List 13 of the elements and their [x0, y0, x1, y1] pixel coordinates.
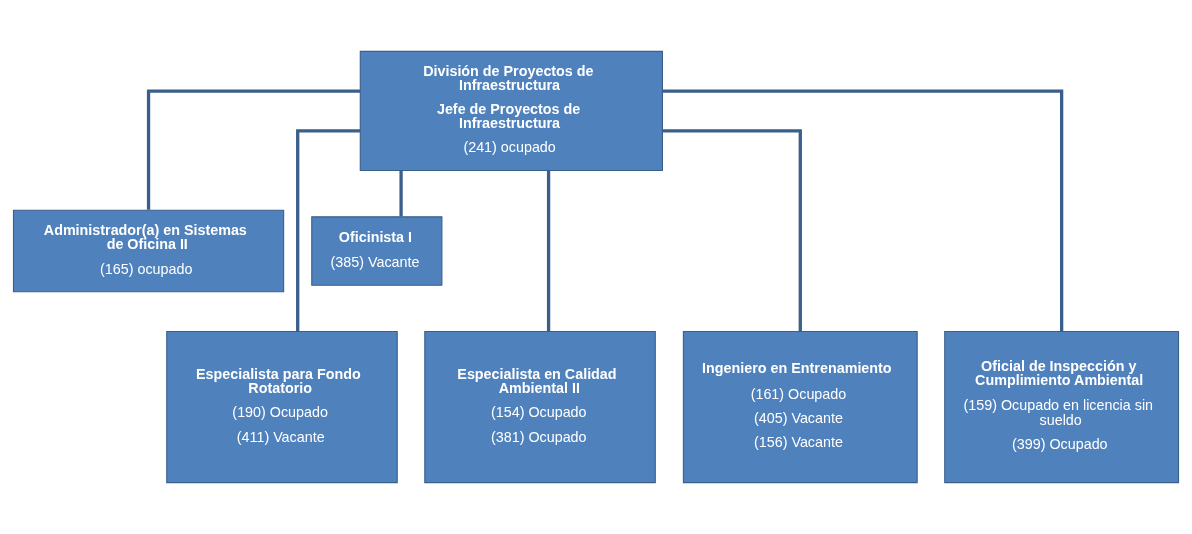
- node-box: Ingeniero en Entrenamiento (161) Ocupado (405) Vacante (156) Vacante: [682, 330, 918, 484]
- connector: [399, 170, 403, 217]
- connector: [546, 170, 551, 332]
- node-box: Especialista en Calidad Ambiental II (154) Ocupado (381) Ocupado: [424, 330, 656, 484]
- node-box: Especialista para Fondo Rotatorio (190) Ocupado (411) Vacante: [166, 330, 398, 484]
- connector: [296, 129, 361, 332]
- connector: [146, 89, 361, 210]
- node-box: División de Proyectos de Infraestructura Jefe de Proyectos de Infraestructura (241) ocupado: [359, 50, 663, 172]
- node-box: Administrador(a) en Sistemas de Oficina II (165) ocupado: [12, 209, 285, 293]
- node-box: Oficial de Inspección y Cumplimiento Ambiental (159) Ocupado en licencia sin sueldo (399) Ocupado: [944, 330, 1180, 484]
- connector: [662, 129, 802, 332]
- node-box: Oficinista I (385) Vacante: [311, 216, 443, 286]
- connector: [662, 89, 1064, 332]
